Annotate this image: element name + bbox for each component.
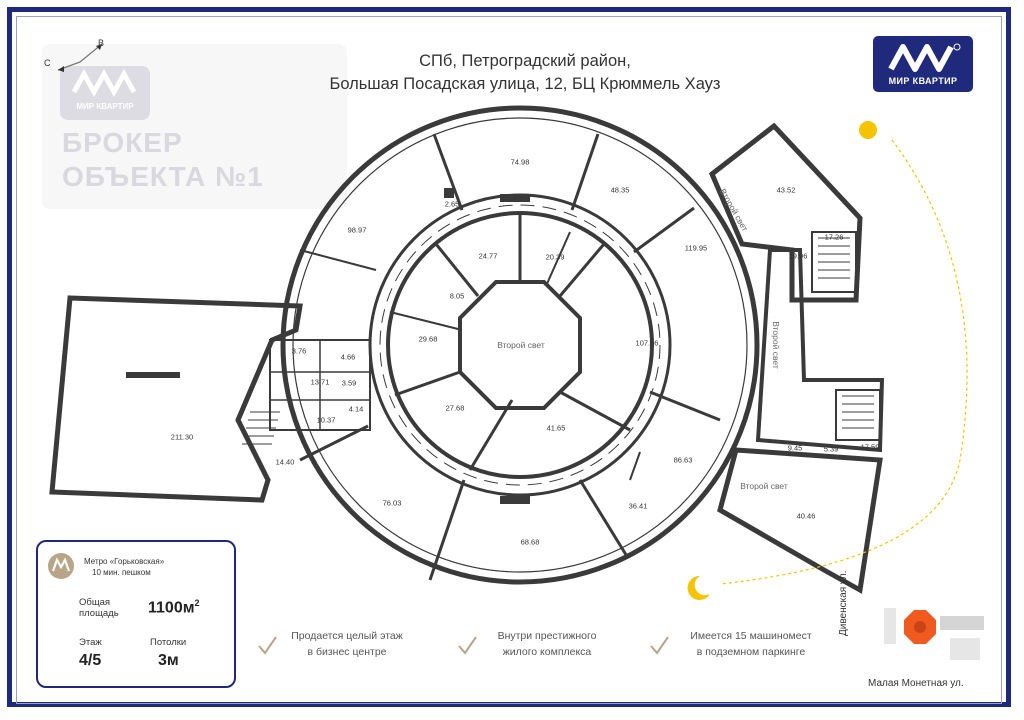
room-area-label: 86.63 xyxy=(673,455,693,465)
area-label-line2: площадь xyxy=(79,608,119,619)
address: СПб, Петроградский район, Большая Посадс… xyxy=(260,50,790,96)
watermark-logo-icon xyxy=(71,68,137,98)
compass-north: С xyxy=(44,58,51,68)
room-area-label: 8.05 xyxy=(449,291,465,301)
room-area-label: 48.35 xyxy=(610,185,630,195)
room-area-label: 10.37 xyxy=(316,415,336,425)
room-area-label: 29.68 xyxy=(418,334,438,344)
room-area-label: 14.40 xyxy=(275,457,295,467)
room-area-label: 119.95 xyxy=(684,243,708,253)
feature-line2: в подземном паркинге xyxy=(696,646,806,658)
feature-item: Имеется 15 машиномест в подземном паркин… xyxy=(656,628,846,660)
second-light-label: Второй свет xyxy=(740,481,788,491)
watermark-logo-text: МИР КВАРТИР xyxy=(76,102,134,111)
watermark-line1: БРОКЕР xyxy=(62,127,183,158)
checkmark-icon xyxy=(458,636,477,655)
room-area-label: 3.76 xyxy=(291,346,307,356)
area-value-unit-power: 2 xyxy=(194,598,200,608)
metro-info: Метро «Горьковская» 10 мин. пешком xyxy=(84,556,164,578)
room-area-label: 9.45 xyxy=(787,443,803,453)
metro-time: 10 мин. пешком xyxy=(92,568,151,577)
brand-logo: МИР КВАРТИР xyxy=(873,36,973,92)
room-area-label: 98.97 xyxy=(347,225,367,235)
area-label-line1: Общая xyxy=(79,597,111,608)
building-marker-icon xyxy=(904,610,936,644)
feature-line2: жилого комплекса xyxy=(502,646,592,658)
room-area-label: 4.66 xyxy=(340,352,356,362)
room-area-label: 19.96 xyxy=(788,251,808,261)
feature-line2: в бизнес центре xyxy=(307,646,387,658)
room-area-label: 211.30 xyxy=(170,432,194,442)
room-area-label: 41.65 xyxy=(546,423,566,433)
room-area-label: 4.14 xyxy=(348,404,364,414)
street-horizontal: Малая Монетная ул. xyxy=(868,678,964,689)
floor-label: Этаж xyxy=(79,637,102,648)
compass-rose-icon xyxy=(57,43,103,72)
sun-icon xyxy=(859,121,877,139)
address-line1: СПб, Петроградский район, xyxy=(419,52,631,70)
address-line2: Большая Посадская улица, 12, БЦ Крюммель… xyxy=(329,75,721,93)
brand-logo-icon xyxy=(888,43,961,72)
room-area-label: 76.03 xyxy=(382,498,402,508)
room-area-label: 20.39 xyxy=(545,252,565,262)
right-middle-wing-wall xyxy=(755,248,885,453)
area-label: Общая площадь xyxy=(79,597,119,619)
right-upper-wing-wall xyxy=(708,122,863,303)
right-lower-wing-wall xyxy=(717,447,883,594)
brand-logo-text: МИР КВАРТИР xyxy=(888,76,958,86)
feature-line1: Внутри престижного xyxy=(497,630,597,642)
room-area-label: 27.68 xyxy=(445,403,465,413)
feature-line1: Продается целый этаж xyxy=(291,630,403,642)
room-area-label: 17.26 xyxy=(824,232,844,242)
area-value: 1100м2 xyxy=(148,598,200,617)
room-area-label: 24.77 xyxy=(478,251,498,261)
room-area-label: 13.71 xyxy=(310,377,330,387)
watermark-line2: ОБЪЕКТА №1 xyxy=(62,161,264,192)
room-area-label: 107.56 xyxy=(635,338,659,348)
outer-ring-inner-line xyxy=(292,117,748,573)
second-light-label: Второй свет xyxy=(497,340,545,350)
left-wing-wall xyxy=(49,295,303,503)
room-area-label: 74.98 xyxy=(510,157,530,167)
room-area-label: 68.68 xyxy=(520,537,540,547)
area-value-number: 1100м xyxy=(148,599,195,617)
room-area-label: 40.46 xyxy=(796,511,816,521)
feature-line1: Имеется 15 машиномест xyxy=(690,630,812,642)
watermark-logo: МИР КВАРТИР xyxy=(60,66,150,120)
atrium-wall xyxy=(458,280,582,410)
room-area-label: 17.59 xyxy=(860,442,880,452)
metro-name: Метро «Горьковская» xyxy=(84,557,165,566)
outer-ring-wall xyxy=(280,105,760,585)
metro-icon xyxy=(48,553,74,579)
broker-watermark: МИР КВАРТИР БРОКЕР ОБЪЕКТА №1 xyxy=(42,44,347,209)
room-area-label: 5.39 xyxy=(823,444,839,454)
checkmark-icon xyxy=(650,636,669,655)
room-area-label: 36.41 xyxy=(628,501,648,511)
room-area-label: 43.52 xyxy=(776,185,796,195)
inner-border xyxy=(16,16,1002,704)
street-vertical: Дивенская ул. xyxy=(838,570,849,636)
moon-icon xyxy=(687,575,710,600)
room-area-label: 3.59 xyxy=(341,378,357,388)
metro-logo-icon xyxy=(51,557,71,572)
checkmark-icon xyxy=(258,636,277,655)
feature-item: Продается целый этаж в бизнес центре xyxy=(252,628,442,660)
room-area-label: 2.65 xyxy=(444,199,460,209)
ceiling-label: Потолки xyxy=(150,637,187,648)
second-light-label: Второй свет xyxy=(771,321,781,369)
location-minimap xyxy=(884,608,984,660)
watermark-text: БРОКЕР ОБЪЕКТА №1 xyxy=(62,126,264,194)
ceiling-value: 3м xyxy=(158,652,179,669)
feature-item: Внутри престижного жилого комплекса xyxy=(452,628,642,660)
corridor-ring-line xyxy=(379,204,661,486)
compass-east: В xyxy=(98,38,105,48)
floor-value: 4/5 xyxy=(79,652,102,669)
sun-path-arc xyxy=(719,139,968,585)
